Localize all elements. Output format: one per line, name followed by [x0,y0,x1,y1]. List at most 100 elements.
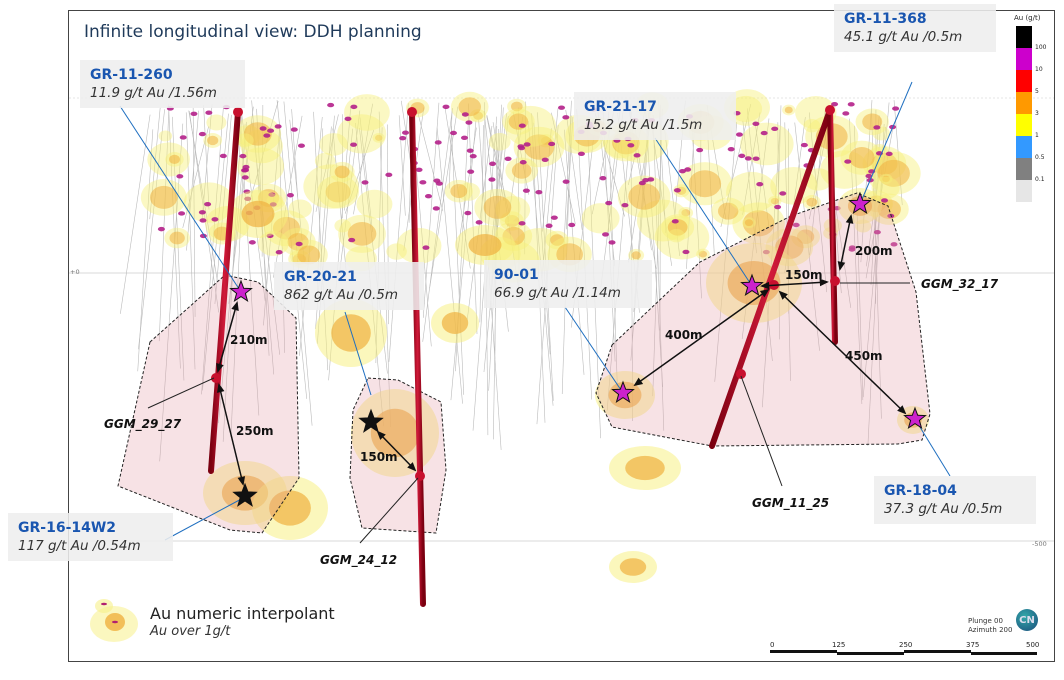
intercept-star-gr-16-14w2 [232,482,258,507]
distance-label: 400m [665,328,703,342]
distance-arrow [839,215,852,270]
drill-trace [551,112,576,224]
assay-marker [873,125,881,130]
drill-trace [158,110,170,342]
assay-marker [558,105,566,110]
callout-gr-21-17: GR-21-17 15.2 g/t Au /1.5m [574,92,736,140]
distance-arrow [217,302,238,372]
assay-marker [792,222,800,228]
assay-marker [239,153,247,159]
assay-marker [450,130,458,136]
drill-trace [630,104,652,361]
interpolant-shell [667,228,685,243]
drill-trace [218,121,248,424]
interpolant-core [169,231,185,245]
assay-marker [344,116,352,122]
rod-east-vertical [827,107,838,345]
interpolant-shell [740,122,794,166]
assay-marker [504,156,512,162]
color-legend-swatch [1016,136,1032,158]
collar-east [825,105,835,115]
interpolant-shell [871,176,900,200]
interpolant-core [508,113,529,130]
interpolant-core [556,243,583,266]
intercept-star-gr-18-04 [903,406,927,430]
hole-id: GR-18-04 [884,483,957,499]
interpolant-shell [147,142,190,177]
compass-icon[interactable]: CN [1016,609,1038,631]
interpolant-core [698,250,708,258]
assay-marker [535,190,543,195]
distance-arrow [377,431,416,471]
assay-marker [275,250,283,255]
interpolant-shell [236,133,254,148]
assay-marker [682,249,690,255]
interpolant-core [744,219,754,227]
interpolant-core [375,134,383,141]
assay-marker [489,161,497,166]
distance-arrow [779,291,906,414]
assay-marker [415,167,423,172]
interpolant-shell [872,126,890,141]
assay-marker [290,127,298,132]
assay-marker [517,144,525,149]
drill-trace [416,110,444,212]
interpolant-core [458,97,482,117]
drill-trace [541,108,559,279]
assay-marker [274,124,282,129]
assay-marker [605,200,613,206]
interpolant-shell [344,94,390,131]
legend-title: Au numeric interpolant [150,604,335,623]
arrow-head [237,476,246,486]
interpolant-core [269,490,311,526]
drill-trace [486,116,505,201]
assay-marker [752,121,760,126]
assay-marker [469,153,477,159]
arrow-head [845,214,854,224]
callout-90-01: 90-01 66.9 g/t Au /1.14m [484,260,652,308]
hole-grade: 862 g/t Au /0.5m [284,287,399,303]
drill-trace [862,102,890,398]
assay-marker [242,167,250,173]
elevation-tick: -500 [1032,540,1047,548]
assay-marker [774,204,782,210]
drill-trace [186,110,200,251]
hole-id: GR-11-368 [844,11,927,27]
view-frame [68,10,1055,662]
assay-marker [738,153,746,159]
hole-grade: 11.9 g/t Au /1.56m [90,85,217,101]
hole-grade: 117 g/t Au /0.54m [18,538,141,554]
arrow-head [407,462,417,472]
interpolant-core [742,210,775,237]
assay-marker [608,240,616,245]
interpolant-core [483,195,512,219]
assay-marker [744,156,752,161]
assay-marker [562,115,570,120]
drill-trace [222,113,243,442]
drill-trace [182,126,209,229]
drill-trace [192,107,196,317]
interpolant-core [806,197,818,207]
drill-trace [565,109,583,230]
planned-hole-label: GGM_32_17 [921,277,999,291]
interpolant-core [770,197,779,205]
intercept-star-gr-11-368 [848,191,872,215]
distance-arrow [634,289,769,386]
planned-hole-label: GGM_24_12 [320,553,398,567]
hole-id: GR-21-17 [584,99,657,115]
assay-marker [518,123,526,128]
interpolant-core [848,147,875,169]
interpolant-core [550,234,565,246]
distance-label: 200m [855,244,893,258]
drill-trace [422,108,453,342]
assay-marker [419,180,427,185]
interpolant-shell [237,147,285,186]
assay-marker [157,226,165,232]
interpolant-core [631,251,641,260]
assay-marker [548,141,556,147]
assay-marker [671,219,679,224]
distance-label: 150m [360,450,398,464]
arrow-head [231,301,239,311]
hole-id: 90-01 [494,267,539,283]
drill-trace [120,114,151,314]
